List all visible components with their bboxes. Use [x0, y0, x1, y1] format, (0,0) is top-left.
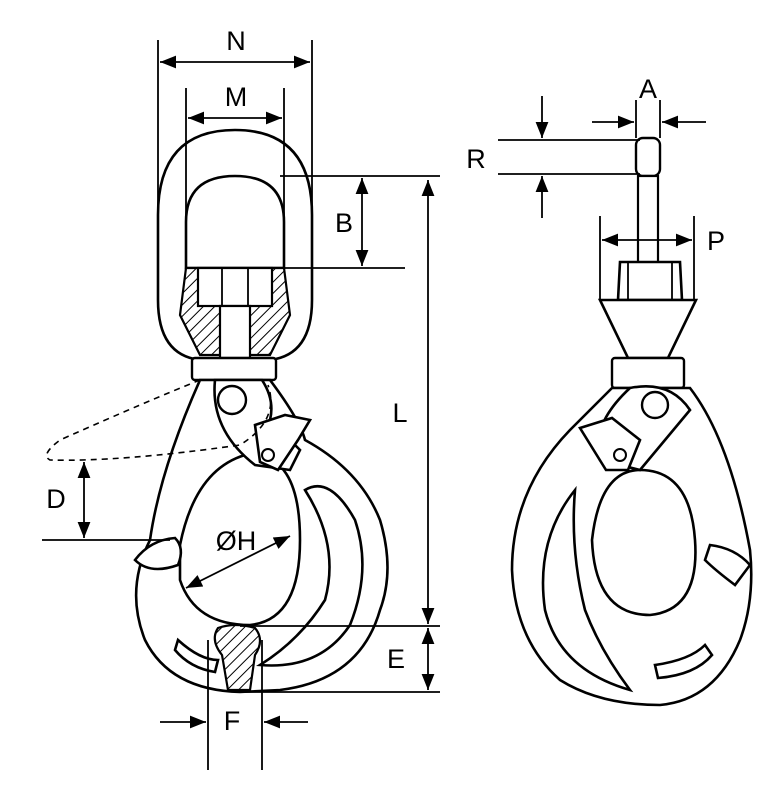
- label-h: ØH: [216, 526, 257, 556]
- swivel-eye-inner: [184, 174, 286, 270]
- side-cone: [597, 298, 699, 360]
- latch-open-outline: [45, 379, 272, 461]
- side-eye-bar: [634, 136, 662, 178]
- side-collar: [610, 356, 686, 390]
- collar: [190, 356, 278, 382]
- label-n: N: [226, 26, 246, 56]
- side-latch-pivot: [640, 390, 670, 420]
- label-r: R: [466, 144, 486, 174]
- side-view: [510, 136, 753, 707]
- label-l: L: [392, 398, 407, 428]
- label-b: B: [335, 208, 353, 238]
- latch-pivot: [216, 384, 248, 416]
- front-dimensions: [42, 40, 440, 770]
- label-p: P: [707, 226, 725, 256]
- shank: [218, 304, 252, 360]
- nut: [196, 266, 274, 308]
- dimension-labels: N M B L D ØH E F A R P: [46, 26, 725, 736]
- hook-point: [133, 536, 183, 571]
- latch-slot: [255, 484, 364, 667]
- side-dimensions: [498, 96, 706, 300]
- label-m: M: [225, 82, 248, 112]
- side-hook-throat: [590, 468, 697, 617]
- label-a: A: [639, 74, 657, 104]
- label-f: F: [224, 706, 241, 736]
- trigger-pin: [261, 448, 275, 462]
- side-trigger-pin: [613, 448, 627, 462]
- label-e: E: [387, 644, 405, 674]
- side-slot: [541, 485, 634, 693]
- side-lower-slot: [653, 642, 714, 680]
- side-hook-tip: [703, 543, 752, 587]
- hook-base-section: [213, 623, 262, 692]
- label-d: D: [46, 484, 66, 514]
